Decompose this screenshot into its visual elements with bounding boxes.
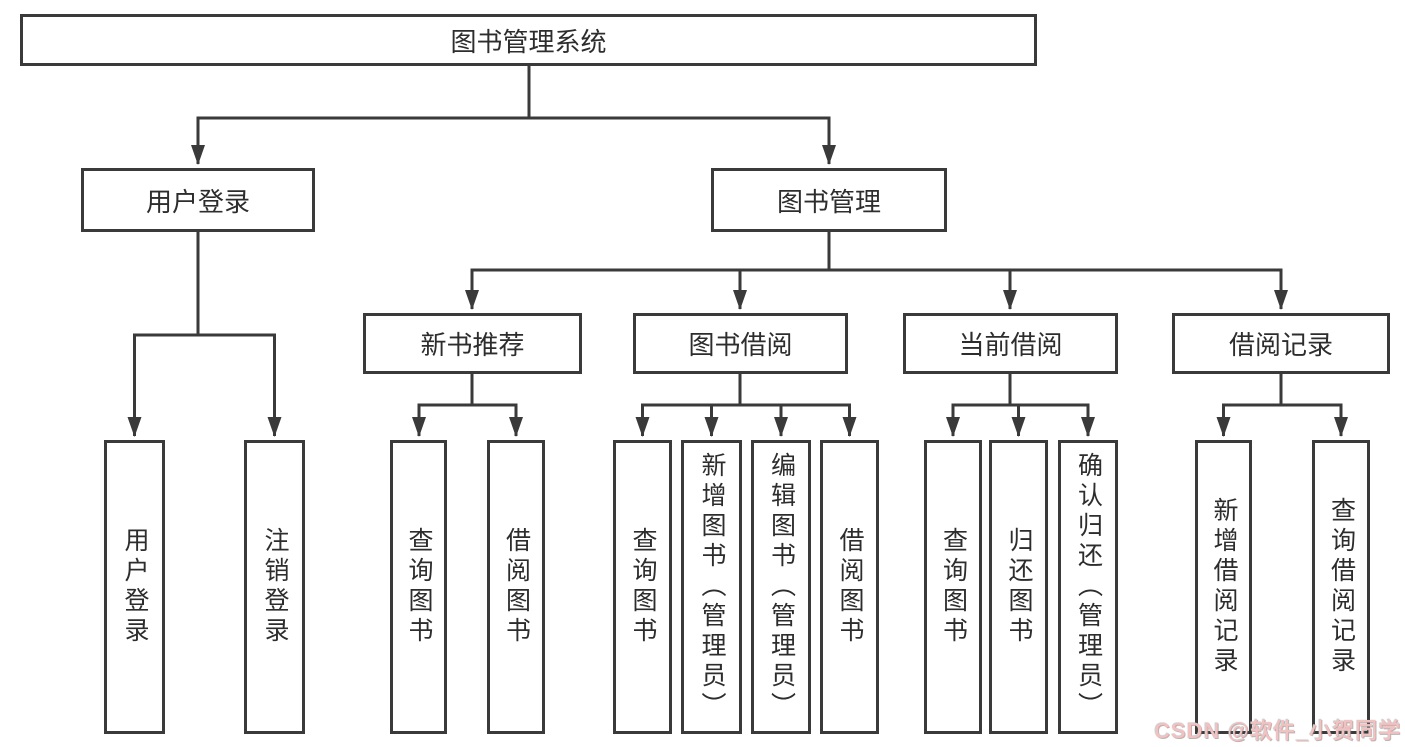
node-book-borrow: 图书借阅 (633, 313, 848, 374)
node-confirm-return-admin: 确认归还（管理员） (1058, 440, 1118, 734)
node-label: 查询图书 (629, 527, 657, 647)
node-label: 新增图书（管理员） (698, 452, 726, 722)
node-label: 注销登录 (261, 527, 289, 647)
node-borrow-records: 借阅记录 (1172, 313, 1390, 374)
node-return-books: 归还图书 (989, 440, 1048, 734)
node-new-book-recommend: 新书推荐 (363, 313, 582, 374)
node-label: 图书借阅 (688, 330, 793, 360)
node-add-borrow-record: 新增借阅记录 (1195, 440, 1252, 734)
node-book-management: 图书管理 (711, 168, 947, 232)
node-library-management-system: 图书管理系统 (20, 14, 1037, 66)
node-label: 图书管理 (776, 186, 881, 217)
node-user-login-leaf: 用户登录 (104, 440, 165, 734)
node-logout: 注销登录 (244, 440, 305, 734)
node-label: 图书管理系统 (450, 26, 607, 57)
node-label: 查询图书 (405, 527, 433, 647)
node-label: 查询借阅记录 (1327, 497, 1356, 677)
node-label: 新书推荐 (420, 330, 525, 360)
node-borrow-books: 借阅图书 (820, 440, 879, 734)
node-label: 确认归还（管理员） (1074, 452, 1103, 722)
node-query-borrow-record: 查询借阅记录 (1312, 440, 1370, 734)
node-query-books-recommend: 查询图书 (390, 440, 447, 734)
node-query-books-current: 查询图书 (924, 440, 982, 734)
node-label: 借阅记录 (1228, 330, 1333, 360)
node-label: 用户登录 (121, 527, 149, 647)
node-borrow-books-recommend: 借阅图书 (487, 440, 545, 734)
node-user-login: 用户登录 (81, 168, 315, 232)
node-label: 编辑图书（管理员） (767, 452, 796, 722)
connector-group (127, 64, 1348, 437)
node-label: 新增借阅记录 (1210, 497, 1238, 677)
csdn-watermark: CSDN @软件_小贺同学 (1153, 718, 1401, 743)
node-label: 当前借阅 (958, 330, 1063, 360)
node-label: 借阅图书 (502, 527, 531, 647)
node-edit-books-admin: 编辑图书（管理员） (751, 440, 811, 734)
node-add-books-admin: 新增图书（管理员） (681, 440, 742, 734)
node-label: 借阅图书 (836, 527, 864, 647)
node-label: 用户登录 (145, 186, 250, 217)
node-label: 归还图书 (1005, 527, 1033, 647)
node-query-books-borrow: 查询图书 (613, 440, 672, 734)
node-label: 查询图书 (939, 527, 968, 647)
node-current-borrow: 当前借阅 (903, 313, 1118, 374)
